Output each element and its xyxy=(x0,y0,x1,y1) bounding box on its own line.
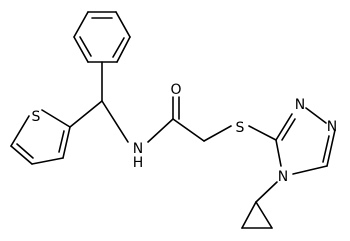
bond xyxy=(115,11,131,38)
bond xyxy=(10,115,30,147)
bond xyxy=(275,113,293,141)
atom-label-n-triazole-1: N xyxy=(295,97,305,113)
bond xyxy=(112,37,125,58)
atom-label-n-amide: N xyxy=(133,141,143,157)
bond xyxy=(248,125,277,141)
bond xyxy=(101,100,129,143)
bond xyxy=(275,139,282,167)
bond xyxy=(147,118,174,143)
bond xyxy=(73,36,89,63)
bond xyxy=(79,36,92,57)
bond xyxy=(10,145,33,165)
bond xyxy=(255,201,273,229)
bond xyxy=(241,201,257,229)
bond xyxy=(41,109,71,128)
bond xyxy=(62,126,71,159)
bond xyxy=(16,143,34,159)
bond xyxy=(172,118,205,142)
atom-label-s-thiophene: S xyxy=(32,109,41,125)
bond xyxy=(116,36,131,63)
bond xyxy=(31,157,64,165)
bond xyxy=(69,100,103,128)
bond xyxy=(255,181,278,203)
bond xyxy=(73,11,89,38)
bond xyxy=(305,107,327,124)
atom-label-n-triazole-4: N xyxy=(278,169,288,185)
atom-label-h-amide: H xyxy=(133,155,144,171)
atom-label-o-carbonyl: O xyxy=(170,82,181,98)
atom-label-s-thioether: S xyxy=(236,120,245,136)
bond xyxy=(203,125,232,142)
bond xyxy=(281,118,296,141)
bond xyxy=(326,129,336,167)
atom-label-n-triazole-2: N xyxy=(327,119,337,135)
bond xyxy=(322,135,330,163)
bond xyxy=(58,130,65,153)
bond xyxy=(292,165,328,175)
